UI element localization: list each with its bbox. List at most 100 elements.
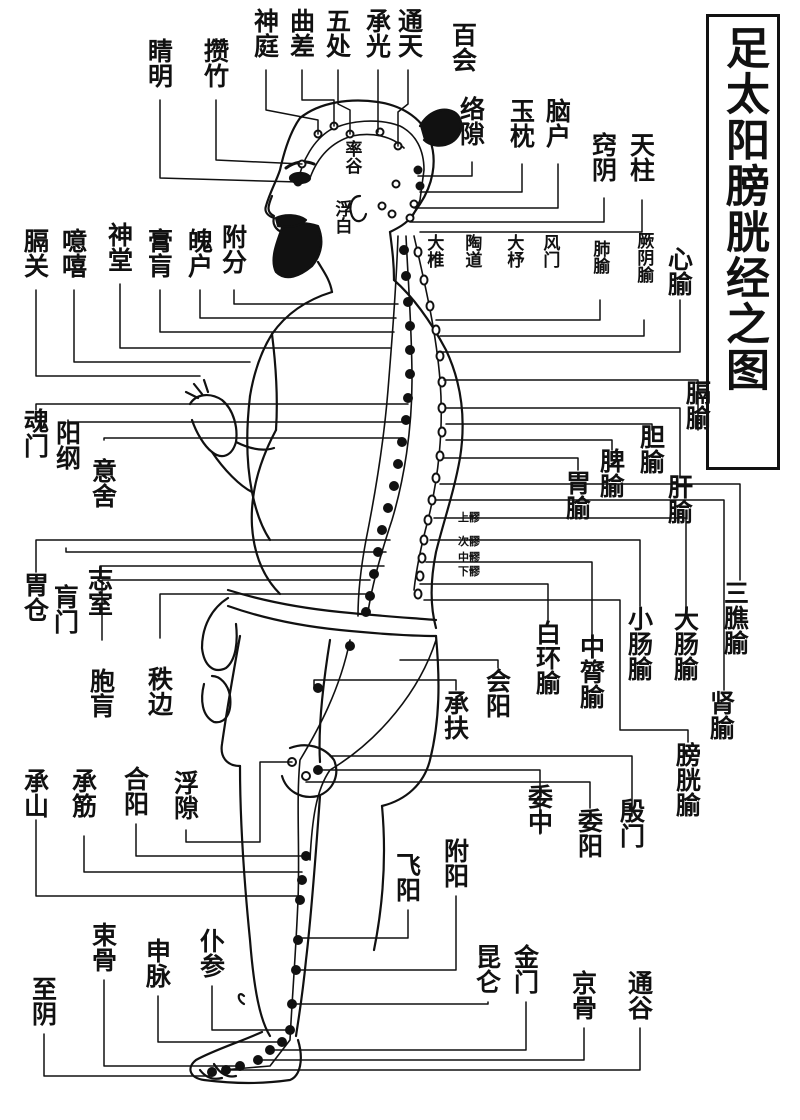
spine-inner-dot [405,369,415,379]
spine-inner-dot [399,245,409,255]
foot-outline [189,1030,302,1085]
label-feiyang: 飞阳 [392,852,422,902]
spine-outer-dot [413,246,423,258]
label-feishu: 肺腧 [589,240,610,274]
label-baihui: 百会 [448,22,478,72]
label-jueyinshu: 厥阴腧 [633,232,654,283]
leader-chengfu [313,679,457,691]
leader-shenshu [435,499,725,691]
label-chengjin: 承筋 [68,768,98,818]
label-yixi: 噫嘻 [58,228,88,278]
label-tonggu: 通谷 [624,970,654,1020]
leader-zhibian [159,593,367,639]
leader-tongtian [397,69,409,147]
leader-baihuanshu [419,583,549,621]
spine-outer-dot [417,552,427,564]
label-dazhui: 大椎 [423,234,444,268]
leader-shenmai [157,995,283,1043]
meridian-leg-route-2 [309,639,437,861]
label-danshu: 胆腧 [636,424,666,474]
forearm-outline [210,440,276,494]
label-zhongliao: 中髎 [458,551,480,564]
label-zhiyin: 至阴 [28,976,58,1026]
leader-yanggang [67,419,407,423]
label-huiyang: 会阳 [482,668,512,718]
hand-outline [184,378,238,458]
label-kunlun: 昆仑 [472,944,502,994]
acupoint-weiyang-dot [301,771,311,781]
label-yishe: 意舍 [88,458,118,508]
label-chengshan: 承山 [20,768,50,818]
acupoint-tianzhu-dot [405,213,415,223]
leader-chengshan [35,819,301,897]
label-fufen: 附分 [218,224,248,274]
leader-wuchu [337,69,351,135]
leader-jinggu [257,1027,585,1061]
label-qucha: 曲差 [286,8,316,58]
ear-outline [349,194,368,223]
spine-outer-dot [435,450,445,462]
acupoint-yinmen-dot [313,683,323,693]
label-fengmen: 风门 [539,234,560,268]
calf-outline [238,764,386,1038]
leader-shentang [119,283,391,349]
label-tianzhu: 天柱 [626,132,656,182]
spine-inner-dot [397,437,407,447]
chest-outline [248,290,334,398]
leader-yishe [103,437,403,441]
spine-inner-dot [403,393,413,403]
leader-fufen [233,289,399,305]
leader-qucha [301,69,335,127]
leader-weicang [35,539,391,573]
leader-feiyang [297,909,409,939]
label-fuxi: 浮隙 [170,770,200,820]
mustache-mark [274,214,308,228]
acupoint-feiyang-dot [293,935,303,945]
trouser-outline [220,634,440,808]
acupoint-dots [293,121,425,223]
spine-outer-dot [413,588,423,600]
label-jinmen: 金门 [510,944,540,994]
label-shugu: 束骨 [88,922,118,972]
leader-yixi [73,289,251,363]
label-sanjiaoshu: 三膲腧 [720,580,750,655]
leader-dachangshu [433,517,687,607]
label-jingming: 睛明 [144,38,174,88]
leader-shugu [103,979,241,1067]
nose-outline [267,194,276,218]
hair-bun-outline [418,108,463,147]
spine-dots [361,245,447,617]
leader-sanjiaoshu [439,483,741,581]
leader-chengjin [83,835,303,873]
label-weiyang: 委阳 [574,808,604,858]
label-weizhong: 委中 [524,784,554,834]
leader-zhonglvshu [425,561,593,635]
label-xiaochangshu: 小肠腧 [624,606,654,681]
leader-pohu [199,289,397,319]
label-xialiao: 下髎 [458,565,480,578]
spine-inner-dot [401,271,411,281]
spine-outer-dot [437,426,447,438]
neck-outline [316,230,396,294]
label-tongtian: 通天 [394,8,424,58]
spine-inner-dot [405,345,415,355]
label-heyang: 合阳 [120,766,150,816]
leader-zanzhu [215,99,303,165]
acupoint-luoque-dot [413,165,423,175]
spine-inner-dot [361,607,371,617]
sash-outline [226,588,438,638]
leader-jinmen [269,1001,527,1051]
label-dachangshu: 大肠腧 [670,606,700,681]
leader-feishu [435,299,601,321]
leader-hunmen [35,403,409,411]
spine-inner-dot [365,591,375,601]
spine-inner-dot [393,459,403,469]
label-qiaoyin: 窍阴 [588,132,618,182]
label-geshu: 膈腧 [682,380,712,430]
spine-outer-dot [415,570,425,582]
spine-outer-dot [419,274,429,286]
label-pucan: 仆参 [196,928,226,978]
belly-outline [250,428,282,596]
leader-jueyinshu [439,319,645,337]
